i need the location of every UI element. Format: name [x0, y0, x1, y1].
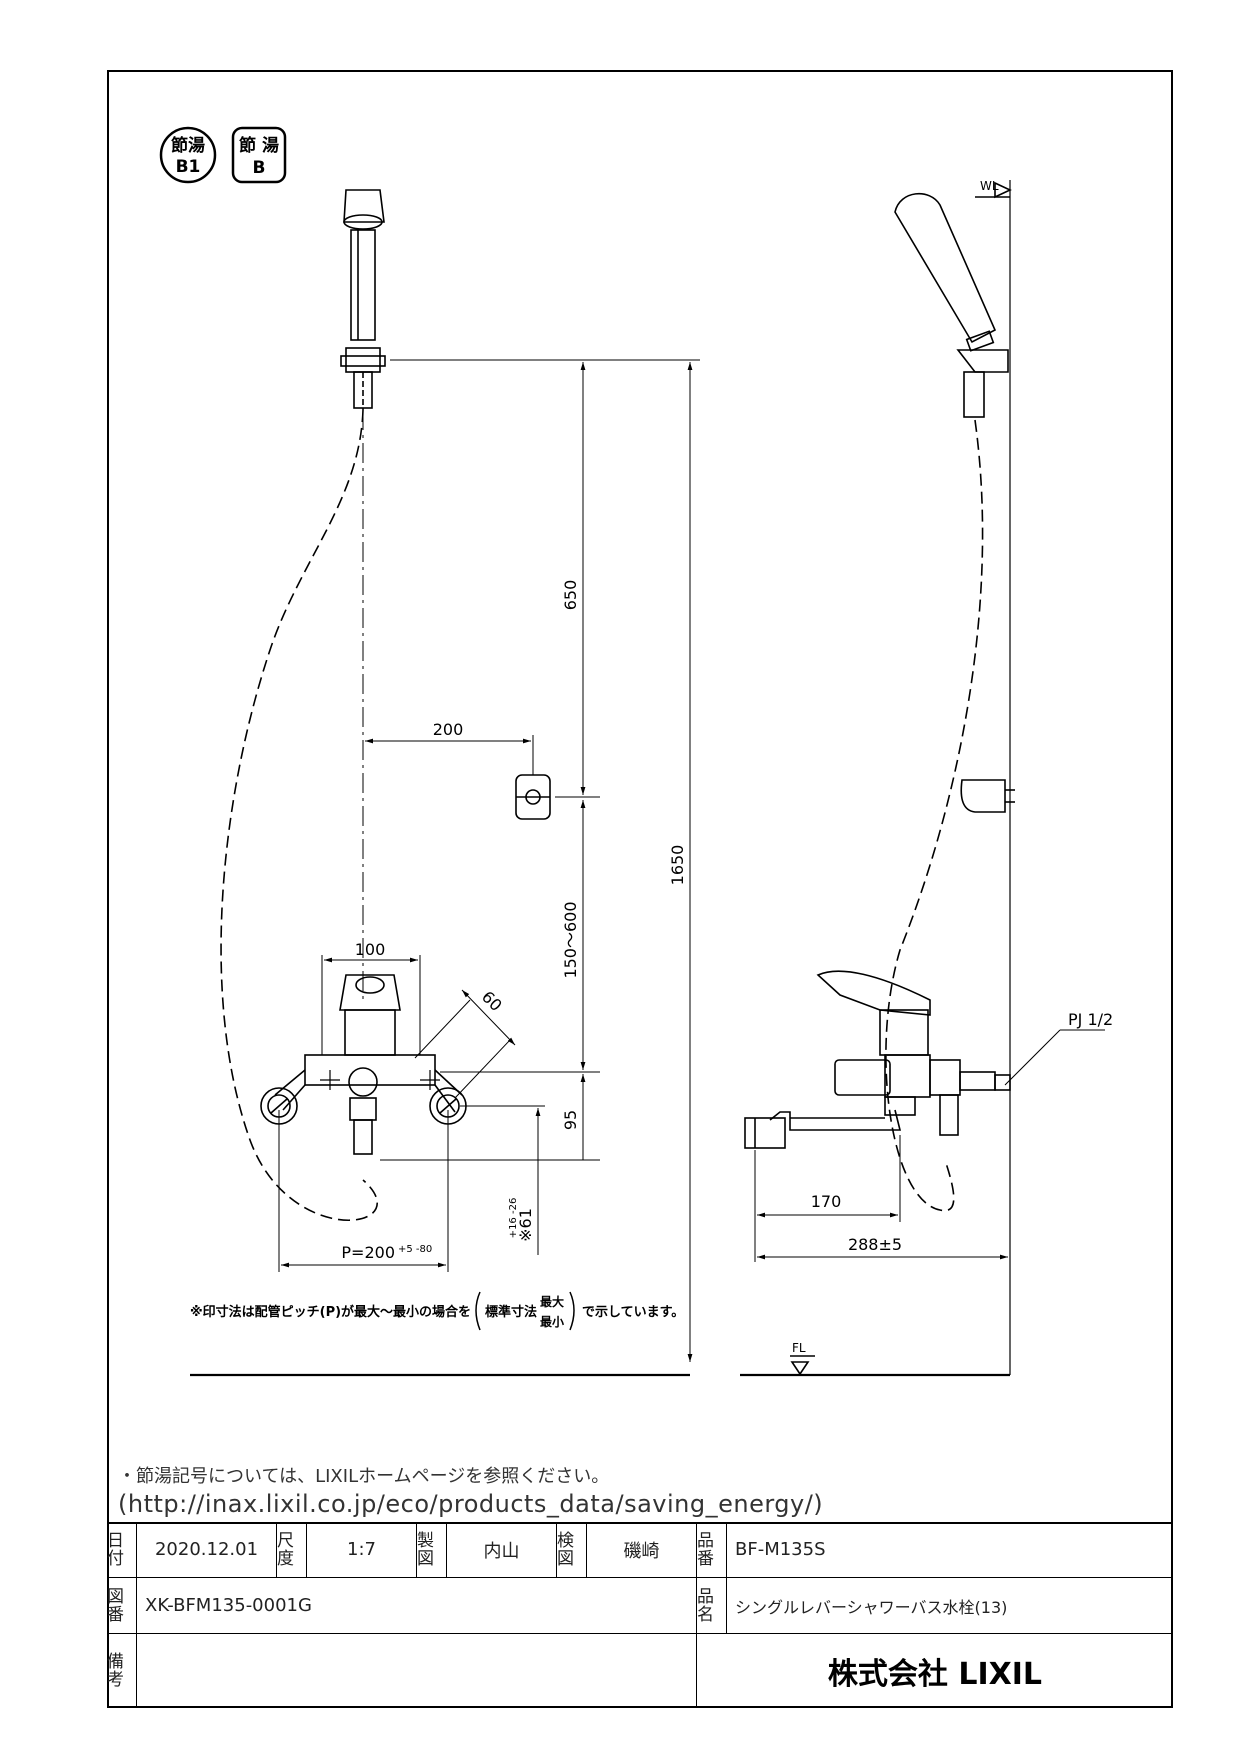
setsuyu-url: (http://inax.lixil.co.jp/eco/products_da…: [118, 1490, 824, 1518]
part-no-label: 品番: [697, 1522, 727, 1578]
part-no: BF-M135S: [727, 1522, 1173, 1578]
date-value: 2020.12.01: [137, 1522, 277, 1578]
dim-61: ※61: [516, 1208, 535, 1242]
drawing-no: XK-BFM135-0001G: [137, 1578, 697, 1634]
dim-pitch: P=200: [341, 1243, 395, 1262]
drawing-note: ※印寸法は配管ピッチ(P)が最大～最小の場合を 標準寸法 最大 最小 で示してい…: [190, 1291, 684, 1331]
dim-650: 650: [561, 580, 580, 611]
dim-pitch-tolerance: +5 -80: [398, 1244, 432, 1255]
scale-label: 尺度: [277, 1522, 307, 1578]
note-suffix: で示しています。: [582, 1305, 684, 1320]
name-label: 品名: [697, 1578, 727, 1634]
note-min: 最小: [540, 1314, 564, 1329]
drawn-label: 製図: [417, 1522, 447, 1578]
setsuyu-b-badge: 節 湯 B: [231, 126, 287, 184]
dim-61-tolerance: +16 -26: [508, 1198, 519, 1239]
pj-label: PJ 1/2: [1068, 1010, 1113, 1029]
front-dimension-labels: 650 200 1650 150～600 100 60 95 ※61 +16 -…: [341, 580, 687, 1262]
wl-label: WL: [980, 179, 999, 193]
dim-288: 288±5: [848, 1235, 902, 1254]
product-name: シングルレバーシャワーバス水栓(13): [727, 1578, 1173, 1634]
checked-by: 磯崎: [587, 1522, 697, 1578]
mixer-body-front: [260, 974, 467, 1155]
shower-head-side: [894, 192, 1009, 418]
dim-200: 200: [433, 720, 464, 739]
note-prefix: ※印寸法は配管ピッチ(P)が最大～最小の場合を: [190, 1304, 471, 1320]
side-dimension-labels: WL PJ 1/2 170 288±5 FL: [792, 179, 1113, 1355]
side-view: [740, 180, 1105, 1377]
fl-label: FL: [792, 1341, 806, 1355]
hose-side: [885, 419, 984, 1212]
note-max: 最大: [540, 1294, 564, 1309]
title-block: 日付 2020.12.01 尺度 1:7 製図 内山 検図 磯崎 品番 BF-M…: [107, 1522, 1173, 1708]
dim-95: 95: [561, 1110, 580, 1130]
dim-170: 170: [811, 1192, 842, 1211]
dim-150-600: 150～600: [561, 901, 580, 978]
company-name: 株式会社 LIXIL: [827, 1657, 1043, 1692]
setsuyu-b1-badge: 節湯 B1: [159, 126, 217, 184]
drawn-by: 内山: [447, 1522, 557, 1578]
shower-head-front: [340, 189, 386, 410]
dim-1650: 1650: [668, 845, 687, 886]
dim-100: 100: [355, 940, 386, 959]
setsuyu-note: ・節湯記号については、LIXILホームページを参照ください。: [118, 1466, 610, 1487]
note-standard: 標準寸法: [485, 1304, 537, 1320]
remarks-value: [137, 1634, 697, 1708]
remarks-label: 備考: [107, 1634, 137, 1708]
checked-label: 検図: [557, 1522, 587, 1578]
wall-holder-side: [960, 779, 1006, 813]
badge-b-line2: B: [253, 158, 266, 178]
mixer-body-side: [744, 970, 1011, 1149]
date-label: 日付: [107, 1522, 137, 1578]
hose-front: [220, 409, 378, 1222]
wall-holder-front: [515, 774, 551, 820]
badge-b1-line2: B1: [176, 157, 201, 177]
scale-value: 1:7: [307, 1522, 417, 1578]
badge-b1-line1: 節湯: [170, 135, 205, 156]
drawing-no-label: 図番: [107, 1578, 137, 1634]
drawing-frame: [107, 70, 1173, 1708]
badge-b-line1: 節 湯: [238, 135, 279, 156]
front-view: [190, 189, 700, 1377]
